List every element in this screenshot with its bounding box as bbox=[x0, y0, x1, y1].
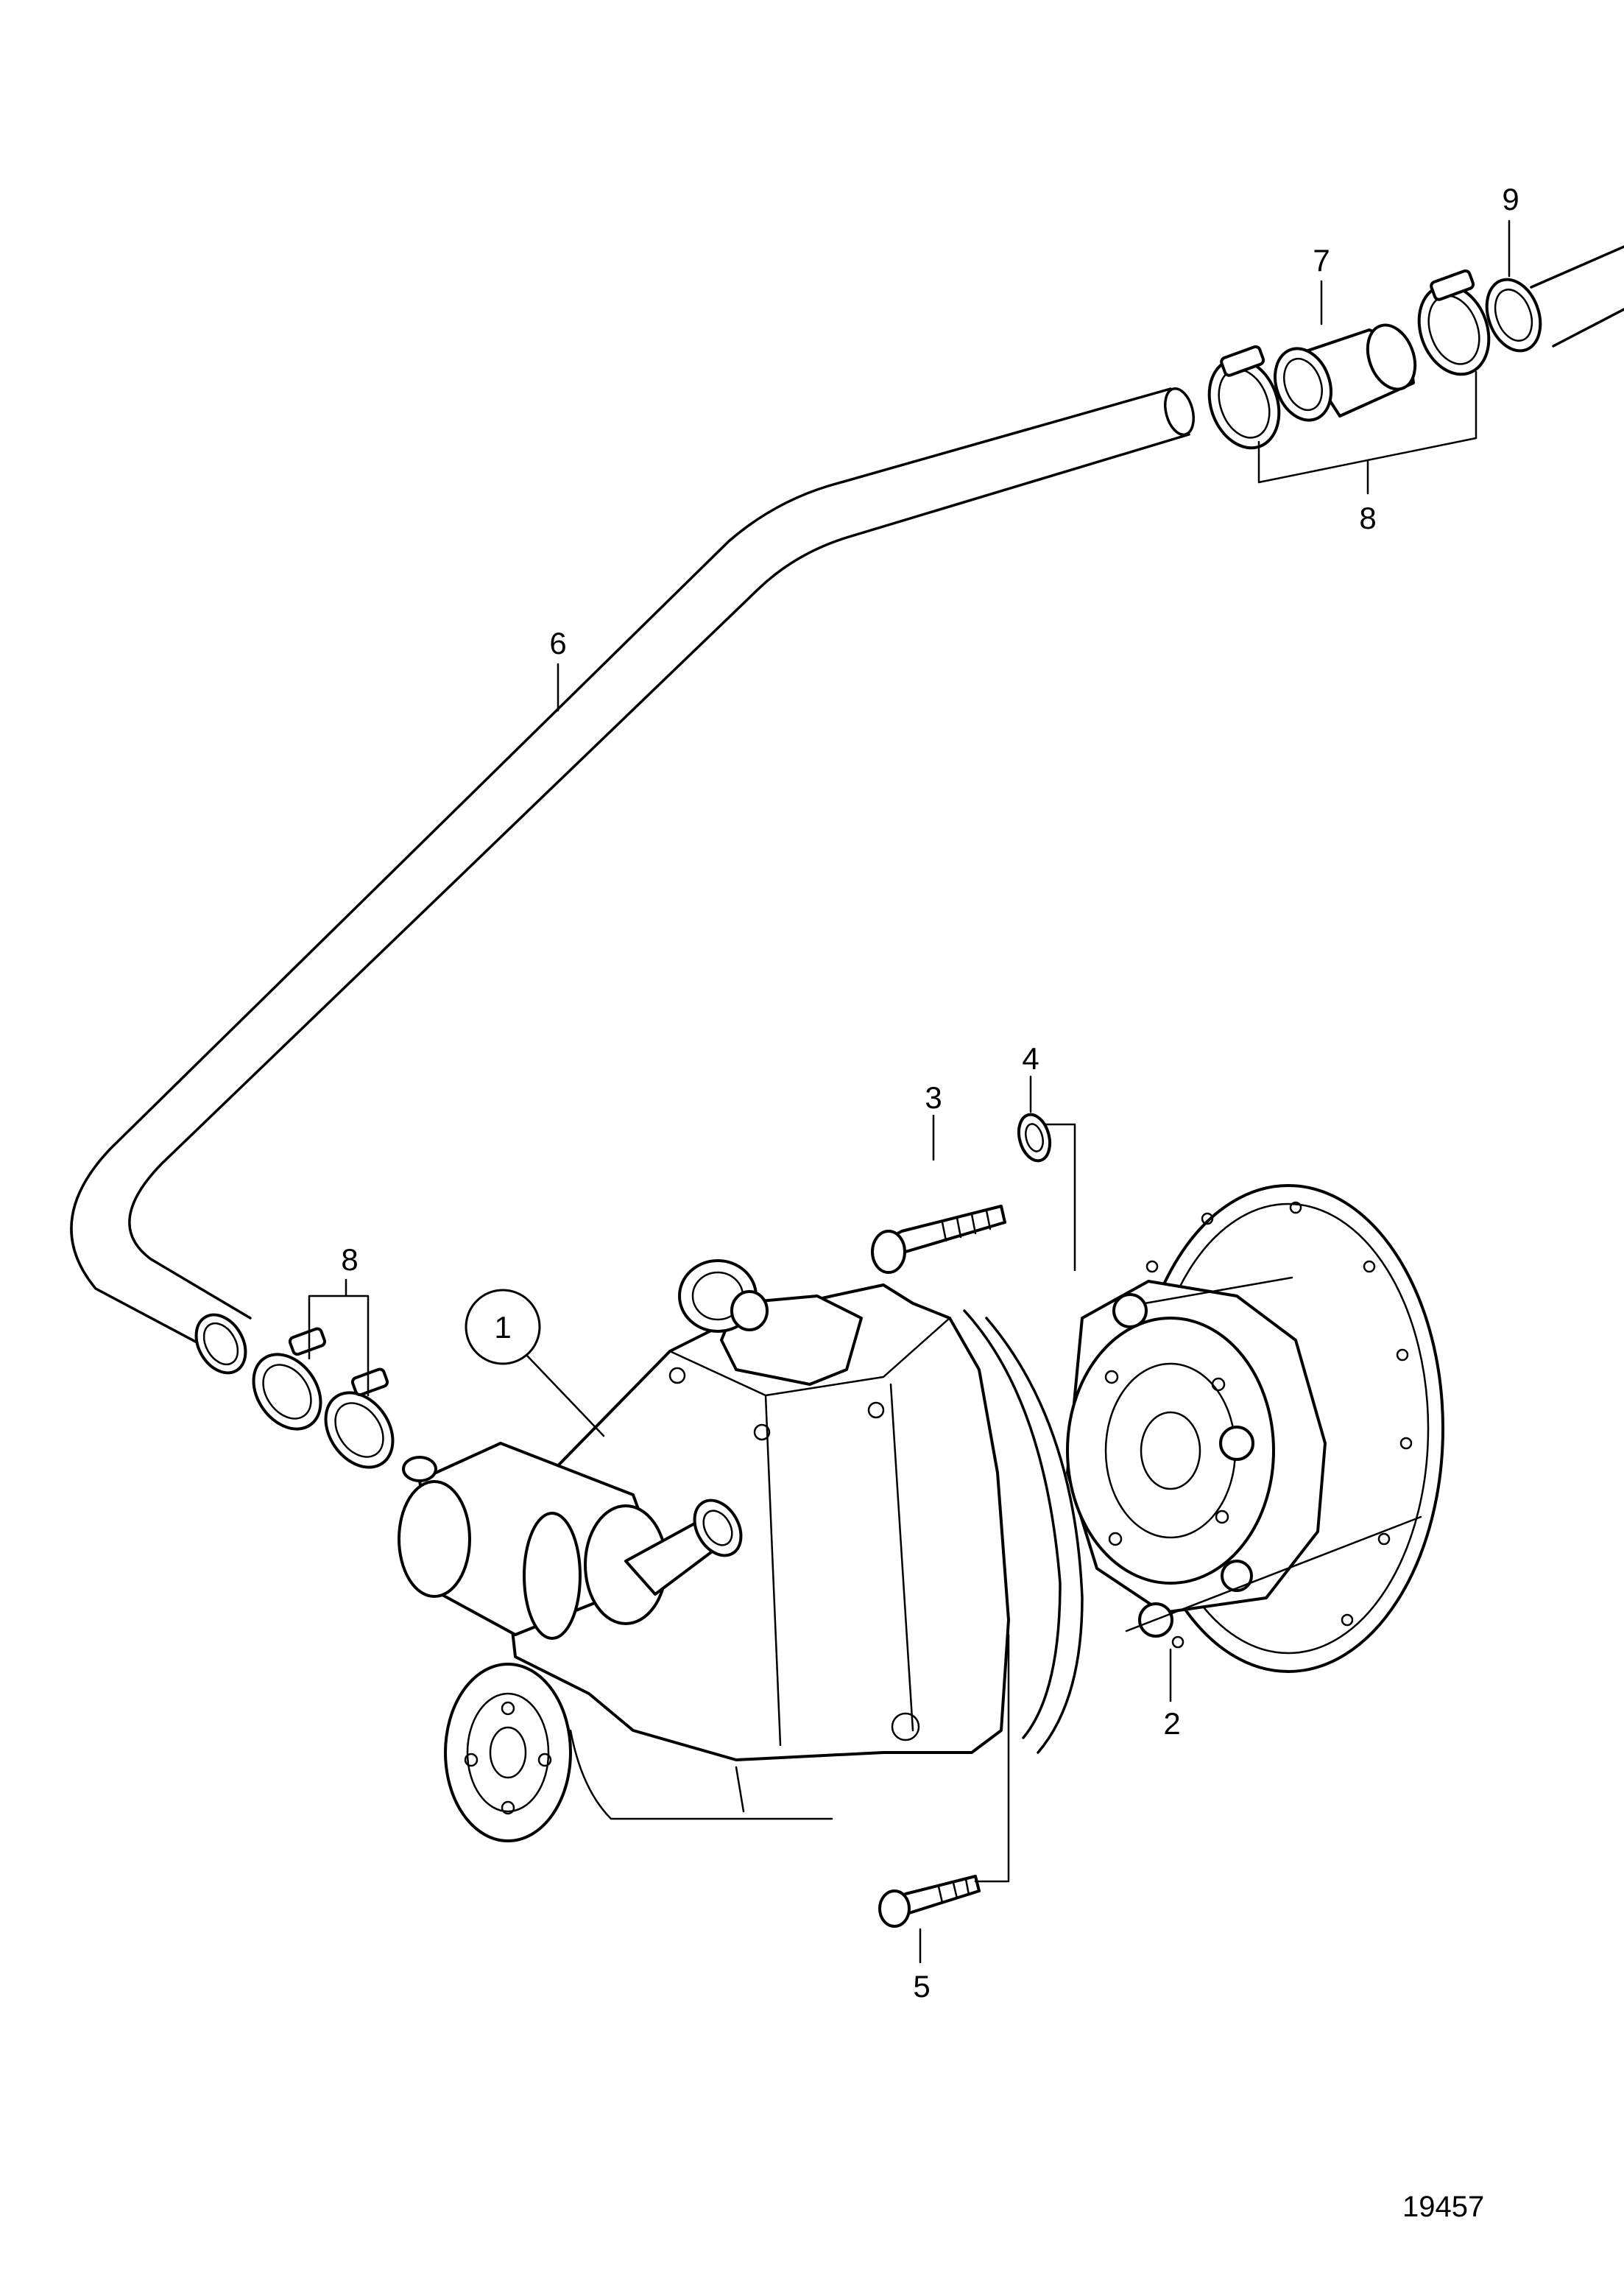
callout-8-lower: 8 bbox=[341, 1242, 358, 1277]
water-pump[interactable] bbox=[398, 1442, 750, 1640]
callout-6: 6 bbox=[549, 626, 566, 661]
bolt-part-5[interactable] bbox=[878, 1875, 981, 1928]
hose-part-6[interactable] bbox=[70, 385, 1198, 1381]
flex-coupling-part-2[interactable] bbox=[1066, 1184, 1444, 1673]
callout-4: 4 bbox=[1022, 1041, 1039, 1076]
hose-clamp-part-8-lower-right[interactable] bbox=[312, 1367, 407, 1480]
pipe-part-9[interactable] bbox=[1478, 245, 1624, 359]
callout-5: 5 bbox=[913, 1969, 930, 2004]
callout-7: 7 bbox=[1313, 243, 1330, 278]
callout-8-top: 8 bbox=[1359, 501, 1376, 535]
leader-lines bbox=[308, 219, 1511, 1964]
callout-2: 2 bbox=[1163, 1706, 1180, 1741]
callout-9: 9 bbox=[1502, 182, 1519, 216]
callout-1-circle bbox=[465, 1289, 541, 1365]
figure-number: 19457 bbox=[1402, 2191, 1484, 2223]
hose-clamp-part-8-top-left[interactable] bbox=[1198, 345, 1291, 458]
hose-clamp-part-8-lower-left[interactable] bbox=[240, 1327, 335, 1442]
callout-1: 1 bbox=[494, 1310, 511, 1345]
hose-clamp-part-8-top-right[interactable] bbox=[1408, 269, 1501, 384]
bolt-part-3[interactable] bbox=[871, 1205, 1006, 1274]
reverse-gear-part-1[interactable] bbox=[444, 1259, 1084, 1842]
connector-sleeve-part-7[interactable] bbox=[1265, 318, 1424, 428]
washer-part-4[interactable] bbox=[1014, 1111, 1054, 1164]
callout-3: 3 bbox=[925, 1080, 942, 1115]
